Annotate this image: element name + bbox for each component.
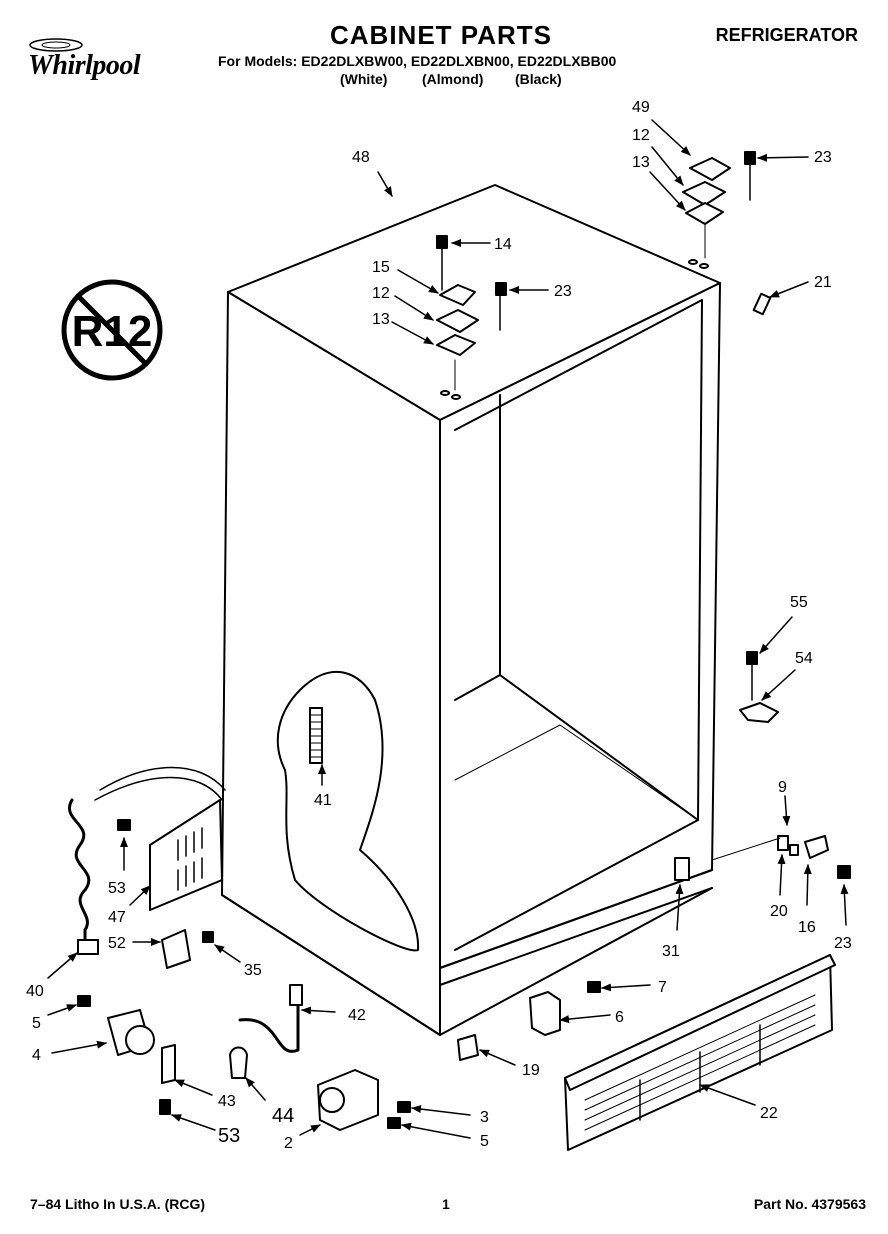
callout-numbers: 48 49 12 13 23 14 15 12 13 23 21 55 54 4… [26,99,852,1152]
part-42-tube [238,984,303,1053]
callout-22: 22 [760,1105,778,1122]
callout-52: 52 [108,935,126,952]
callout-54: 54 [795,650,813,667]
callout-13: 13 [372,311,390,328]
callout-23: 23 [834,935,852,952]
callout-2: 2 [284,1135,293,1152]
callout-41: 41 [314,792,332,809]
center-hinge-assembly [436,235,507,391]
callout-44: 44 [272,1105,294,1127]
callout-42: 42 [348,1007,366,1024]
part-2-roller-assembly [317,1069,411,1131]
callout-5: 5 [32,1015,41,1032]
part-40-power-cord [68,766,226,955]
page-number: 1 [442,1196,450,1212]
part-6-leveler-bracket [529,981,601,1036]
callout-43: 43 [218,1093,236,1110]
callout-7: 7 [658,979,667,996]
callout-55: 55 [790,594,808,611]
callout-leaders [47,119,849,1139]
callout-21: 21 [814,274,832,291]
part-41-spring [309,707,323,764]
callout-9: 9 [778,779,787,796]
r12-label: R12 [72,307,153,356]
part-43-bracket [159,1044,176,1115]
color-black: (Black) [515,71,562,87]
callout-23: 23 [814,149,832,166]
callout-15: 15 [372,259,390,276]
callout-47: 47 [108,909,126,926]
no-r12-badge: R12 [61,279,163,381]
part-31-block [674,857,690,881]
part-21-pin [752,292,772,316]
callout-4: 4 [32,1047,41,1064]
callout-31: 31 [662,943,680,960]
page-title: CABINET PARTS [330,20,552,50]
callout-23: 23 [554,283,572,300]
callout-35: 35 [244,962,262,979]
part-22-toe-grille [564,954,836,1151]
callout-48: 48 [352,149,370,166]
callout-53: 53 [108,880,126,897]
callout-6: 6 [615,1009,624,1026]
color-white: (White) [340,71,388,87]
callout-3: 3 [480,1109,489,1126]
part-19-clip [457,1034,479,1061]
logo-swoosh [29,38,83,52]
callout-20: 20 [770,903,788,920]
refrigerator-cabinet [221,184,721,1036]
callout-13: 13 [632,154,650,171]
callout-12: 12 [632,127,650,144]
part-4-roller [77,995,155,1056]
right-hinge-assembly [682,151,756,259]
litho-note: 7–84 Litho In U.S.A. (RCG) [30,1196,206,1212]
appliance-category: REFRIGERATOR [715,25,858,45]
part-52-clip [161,929,214,969]
whirlpool-logo: Whirlpool [28,50,141,81]
callout-14: 14 [494,236,512,253]
callout-53: 53 [218,1125,240,1147]
callout-40: 40 [26,983,44,1000]
callout-49: 49 [632,99,650,116]
callout-19: 19 [522,1062,540,1079]
callout-5: 5 [480,1133,489,1150]
model-list: For Models: ED22DLXBW00, ED22DLXBN00, ED… [218,53,617,69]
callout-12: 12 [372,285,390,302]
callout-16: 16 [798,919,816,936]
door-stop-parts [711,835,851,879]
part-54-bracket [739,651,779,723]
part-44-cap [229,1046,248,1079]
color-almond: (Almond) [422,71,484,87]
part-47-electrical-box [117,799,223,911]
part-number: Part No. 4379563 [753,1196,866,1212]
